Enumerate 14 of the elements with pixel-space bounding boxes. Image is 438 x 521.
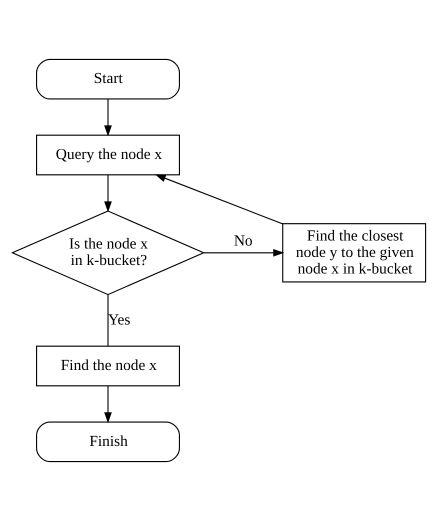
arrow — [104, 99, 112, 136]
node-box: Query the node x — [36, 134, 180, 176]
node-diamond: Is the node x in k-bucket? — [11, 210, 205, 296]
node-box: Find the closest node y to the given node x in k-bucket — [282, 223, 426, 282]
node-box: Find the node x — [36, 346, 180, 386]
node-box: Start — [36, 58, 180, 100]
arrow — [104, 386, 112, 424]
edge-label: Yes — [108, 311, 130, 328]
edge-label: No — [234, 232, 253, 250]
arrow — [154, 174, 283, 224]
arrow — [204, 248, 284, 257]
connector — [107, 294, 109, 346]
node-box: Finish — [36, 422, 180, 462]
arrow — [104, 175, 112, 212]
